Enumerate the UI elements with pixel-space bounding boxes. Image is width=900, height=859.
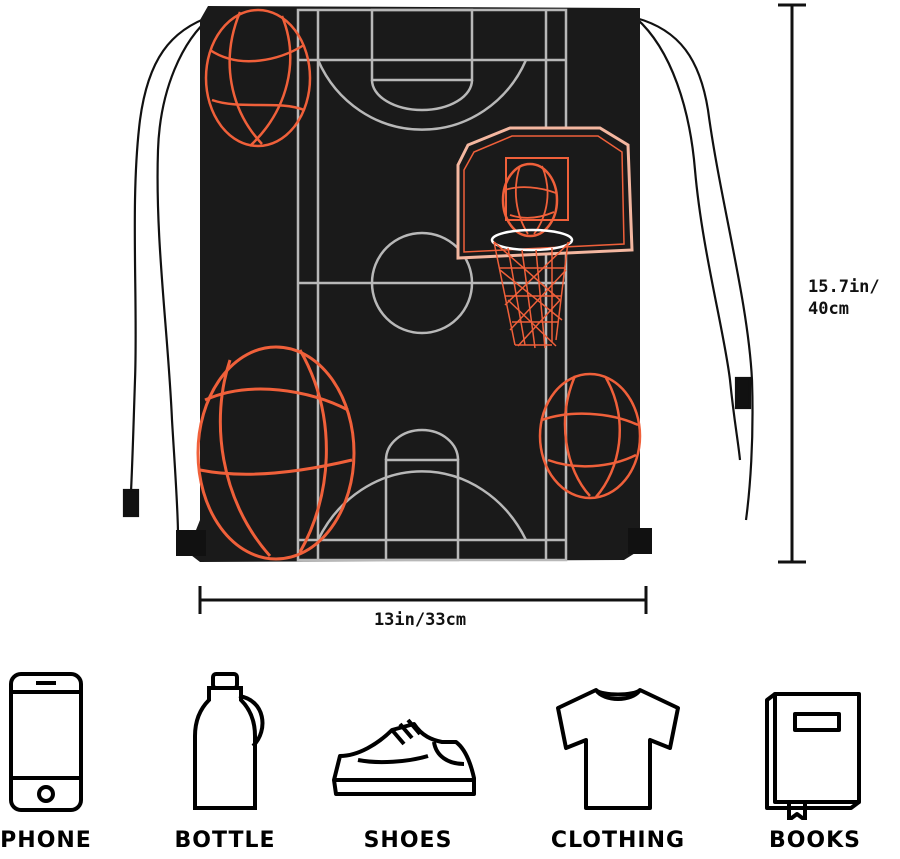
bag-corner-right (628, 528, 652, 554)
height-dimension-label: 15.7in/ 40cm (808, 276, 900, 320)
item-label-clothing: CLOTHING (550, 828, 686, 853)
item-shoes: SHOES (318, 660, 498, 859)
width-dimension-label: 13in/33cm (373, 610, 467, 630)
item-phone: PHONE (0, 660, 136, 859)
item-label-shoes: SHOES (363, 828, 453, 853)
book-icon (765, 692, 861, 820)
item-bottle: BOTTLE (135, 660, 315, 859)
width-dimension-line (198, 586, 648, 614)
phone-icon (9, 672, 83, 812)
tshirt-icon (556, 688, 680, 810)
bag-corner-left (176, 530, 206, 556)
item-books: BOOKS (725, 660, 900, 859)
basketball-bottom-left (196, 345, 356, 561)
item-label-bottle: BOTTLE (174, 828, 276, 853)
shoe-icon (332, 718, 476, 796)
left-drawstring (122, 14, 213, 536)
drawstring-bag-illustration (122, 3, 806, 614)
bottle-icon (193, 672, 265, 810)
basketball-top-left (204, 8, 312, 148)
height-dimension-line (778, 3, 806, 564)
basketball-hoop (456, 126, 634, 349)
right-drawstring (635, 16, 754, 521)
item-label-books: BOOKS (768, 828, 862, 853)
basketball-right (538, 372, 642, 500)
height-inches: 15.7in/ (808, 277, 880, 297)
item-clothing: CLOTHING (528, 660, 708, 859)
height-cm: 40cm (808, 299, 849, 319)
item-label-phone: PHONE (0, 828, 92, 853)
